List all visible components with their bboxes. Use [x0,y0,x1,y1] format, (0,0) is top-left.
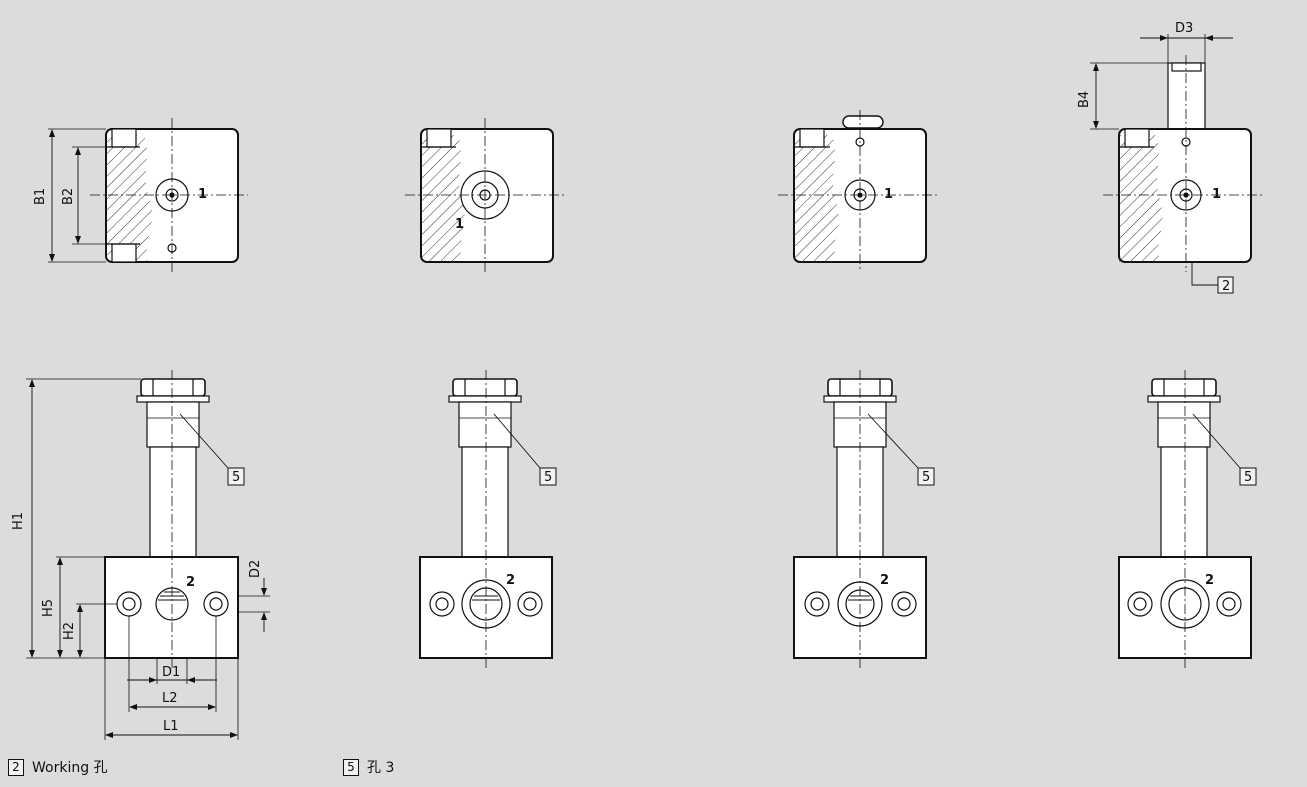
port-label-1a: 1 [198,187,207,202]
callout-box-2-top [1217,276,1234,294]
front-view-4 [1118,370,1252,668]
callout-2-top-label: 2 [1222,279,1230,294]
dim-l2: L2 [162,691,178,706]
dim-b2: B2 [61,188,76,205]
port-label-2a: 2 [186,575,195,590]
callout-5d-label: 5 [1244,470,1252,485]
front-view-2 [419,370,553,668]
port-label-2d: 2 [1205,573,1214,588]
legend-item-port-3: 5 孔 3 [343,757,394,777]
legend-text: Working 孔 [32,760,108,776]
front-view-1 [26,370,270,740]
callout-5b-label: 5 [544,470,552,485]
dim-h1: H1 [11,512,26,530]
dim-l1: L1 [163,719,179,734]
port-label-2c: 2 [880,573,889,588]
port-label-1d: 1 [1212,187,1221,202]
top-view-3 [778,110,938,272]
legend-number-box: 2 [8,758,24,776]
callout-5c-label: 5 [922,470,930,485]
top-view-1 [48,118,248,272]
callout-box-5d [1239,467,1257,486]
callout-box-5a [227,467,245,486]
dim-d3: D3 [1175,21,1193,36]
top-view-2 [405,118,565,272]
dim-d2: D2 [248,560,263,578]
dim-b4: B4 [1077,91,1092,108]
callout-box-5b [539,467,557,486]
legend-text: 孔 3 [367,760,395,776]
legend-item-working-port: 2 Working 孔 [8,757,108,777]
dim-h2: H2 [62,622,77,640]
port-label-1b: 1 [455,217,464,232]
front-view-3 [793,370,927,668]
dim-d1: D1 [162,665,180,680]
top-view-4 [1090,34,1263,286]
port-label-1c: 1 [884,187,893,202]
dim-h5: H5 [41,599,56,617]
dim-b1: B1 [33,188,48,205]
callout-5a-label: 5 [232,470,240,485]
port-label-2b: 2 [506,573,515,588]
legend-number-box: 5 [343,758,359,776]
callout-box-5c [917,467,935,486]
